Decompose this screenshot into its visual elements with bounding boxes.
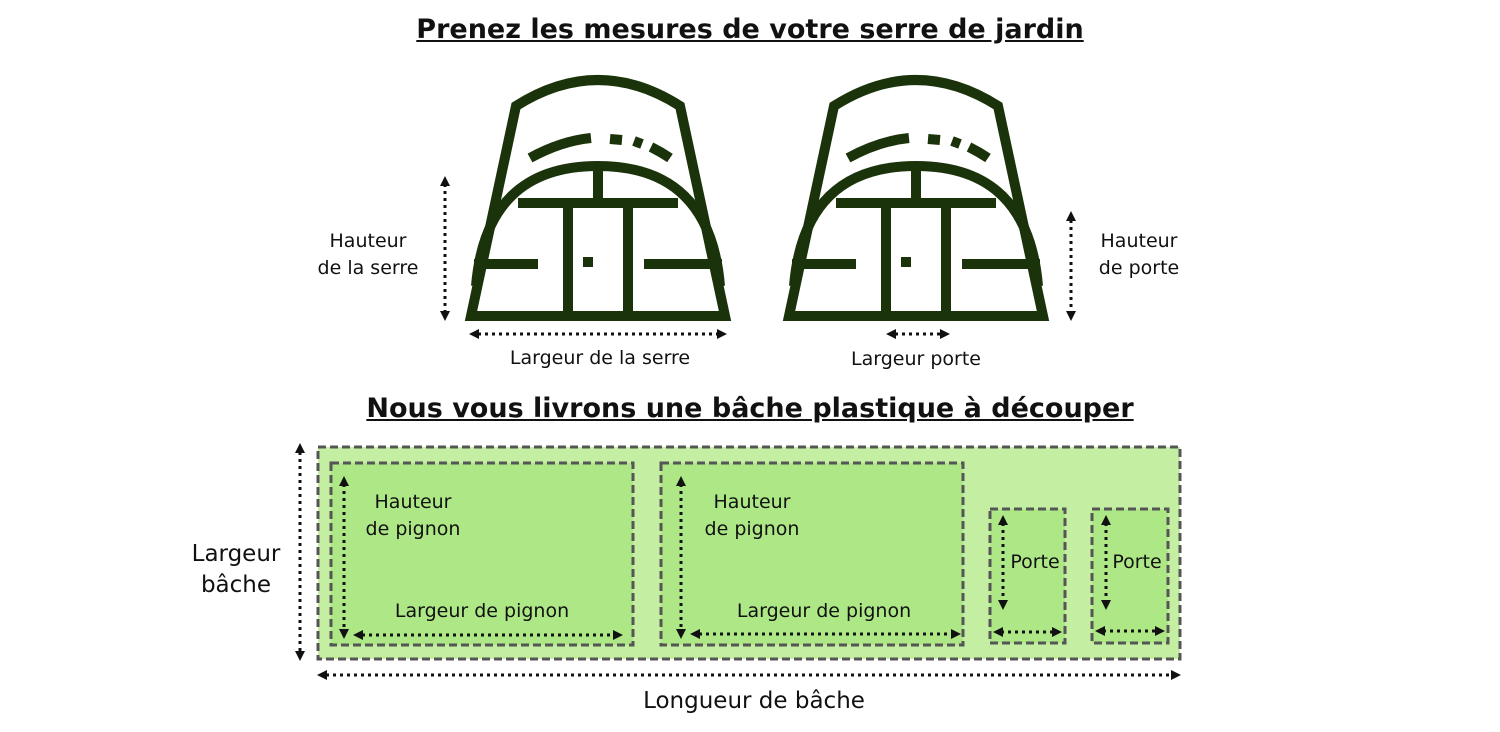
greenhouse-height-label: Hauteur de la serre [317, 230, 419, 279]
door-height-arrow-1 [998, 515, 1008, 610]
width-arrow [469, 329, 727, 339]
door-panel-2 [1090, 507, 1170, 645]
gable-width-arrow-2 [690, 629, 961, 639]
door-width-arrow-1 [993, 627, 1062, 637]
title-measure: Prenez les mesures de votre serre de jar… [416, 14, 1084, 45]
gable-height-label-1: Hauteur de pignon [365, 491, 461, 540]
door-label-2: Porte [1112, 551, 1162, 573]
gable-width-arrow-1 [353, 630, 623, 640]
greenhouse-width-label: Largeur de la serre [509, 347, 691, 369]
door-height-label: Hauteur de porte [1098, 230, 1180, 279]
door-width-arrow [886, 329, 950, 339]
door-width-label: Largeur porte [851, 348, 981, 370]
gable-height-label-2: Hauteur de pignon [704, 491, 800, 540]
door-height-arrow [1066, 211, 1076, 321]
tarp-width-arrow [295, 443, 305, 661]
gable-height-arrow-2 [676, 476, 686, 639]
door-panel-1 [988, 507, 1067, 645]
tarp-length-label: Longueur de bâche [643, 688, 865, 714]
gable-height-arrow-1 [339, 476, 349, 639]
door-height-arrow-2 [1101, 515, 1111, 610]
height-arrow [440, 176, 450, 321]
title-cover: Nous vous livrons une bâche plastique à … [366, 393, 1134, 424]
greenhouse-icon [471, 80, 725, 316]
door-label-1: Porte [1010, 551, 1060, 573]
gable-width-label-1: Largeur de pignon [394, 600, 570, 622]
door-width-arrow-2 [1095, 626, 1165, 636]
gable-panel-1 [329, 461, 635, 647]
tarp-width-label: Largeur bâche [191, 541, 281, 598]
greenhouse-icon [789, 80, 1043, 316]
gable-width-label-2: Largeur de pignon [736, 600, 912, 622]
tarp-length-arrow [317, 670, 1181, 680]
gable-panel-2 [659, 461, 965, 647]
